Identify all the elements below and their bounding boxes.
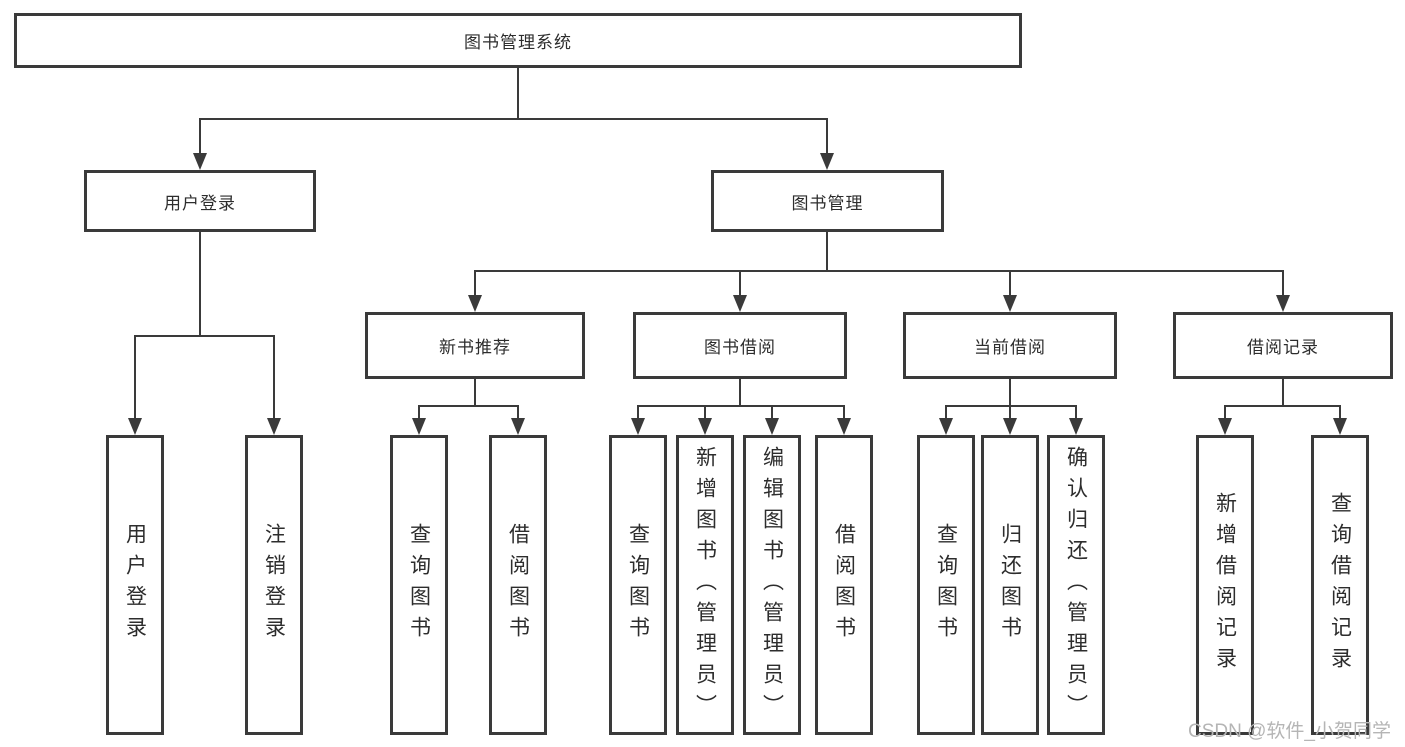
- arrow-down-icon: [1276, 295, 1290, 312]
- node-new-book-recommendation: 新书推荐: [365, 312, 585, 379]
- leaf-label: 查询图书: [934, 523, 958, 647]
- connector-line: [1009, 379, 1011, 405]
- leaf-label: 用户登录: [123, 523, 147, 647]
- connector-line: [771, 405, 773, 421]
- connector-line: [1009, 270, 1011, 298]
- connector-line: [1224, 405, 1226, 421]
- connector-line: [474, 270, 476, 298]
- arrow-down-icon: [1218, 418, 1232, 435]
- leaf-edit-books-admin: 编辑图书（管理员）: [743, 435, 801, 735]
- connector-line: [945, 405, 947, 421]
- leaf-user-login: 用户登录: [106, 435, 164, 735]
- node-label: 图书借阅: [704, 338, 776, 357]
- arrow-down-icon: [1003, 418, 1017, 435]
- arrow-down-icon: [765, 418, 779, 435]
- node-label: 新书推荐: [439, 338, 511, 357]
- connector-line: [273, 335, 275, 422]
- connector-line: [134, 335, 136, 422]
- leaf-borrow-books-borrowing: 借阅图书: [815, 435, 873, 735]
- leaf-label: 查询图书: [626, 523, 650, 647]
- node-current-borrowing: 当前借阅: [903, 312, 1117, 379]
- leaf-query-borrow-record: 查询借阅记录: [1311, 435, 1369, 735]
- leaf-label: 查询借阅记录: [1328, 492, 1352, 678]
- node-label: 当前借阅: [974, 338, 1046, 357]
- arrow-down-icon: [1333, 418, 1347, 435]
- connector-line: [418, 405, 519, 407]
- leaf-add-borrow-record: 新增借阅记录: [1196, 435, 1254, 735]
- leaf-query-books-recommend: 查询图书: [390, 435, 448, 735]
- connector-line: [826, 118, 828, 156]
- node-label: 图书管理系统: [464, 33, 572, 52]
- connector-line: [739, 270, 741, 298]
- connector-line: [199, 118, 201, 156]
- arrow-down-icon: [128, 418, 142, 435]
- arrow-down-icon: [939, 418, 953, 435]
- arrow-down-icon: [631, 418, 645, 435]
- csdn-watermark: CSDN @软件_小贺同学: [1188, 721, 1391, 742]
- connector-line: [826, 232, 828, 270]
- node-label: 用户登录: [164, 193, 236, 213]
- leaf-label: 归还图书: [998, 523, 1022, 647]
- leaf-label: 新增借阅记录: [1213, 492, 1237, 678]
- connector-line: [517, 405, 519, 421]
- arrow-down-icon: [698, 418, 712, 435]
- connector-line: [704, 405, 706, 421]
- connector-line: [1009, 405, 1011, 421]
- arrow-down-icon: [468, 295, 482, 312]
- leaf-label: 注销登录: [262, 523, 286, 647]
- node-library-management-system: 图书管理系统: [14, 13, 1022, 68]
- leaf-logout: 注销登录: [245, 435, 303, 735]
- node-label: 借阅记录: [1247, 338, 1319, 357]
- connector-line: [1339, 405, 1341, 421]
- leaf-label: 确认归还（管理员）: [1064, 445, 1088, 725]
- leaf-label: 编辑图书（管理员）: [760, 445, 784, 725]
- connector-line: [1075, 405, 1077, 421]
- node-book-management: 图书管理: [711, 170, 944, 232]
- arrow-down-icon: [1069, 418, 1083, 435]
- connector-line: [945, 405, 1077, 407]
- connector-line: [637, 405, 844, 407]
- connector-line: [739, 379, 741, 405]
- connector-line: [474, 379, 476, 405]
- connector-line: [1282, 270, 1284, 298]
- node-book-borrowing: 图书借阅: [633, 312, 847, 379]
- leaf-label: 新增图书（管理员）: [693, 445, 717, 725]
- connector-line: [517, 68, 519, 118]
- leaf-label: 查询图书: [407, 523, 431, 647]
- arrow-down-icon: [1003, 295, 1017, 312]
- node-label: 图书管理: [791, 193, 864, 213]
- connector-line: [418, 405, 420, 421]
- leaf-label: 借阅图书: [832, 523, 856, 647]
- arrow-down-icon: [267, 418, 281, 435]
- connector-line: [134, 335, 274, 337]
- arrow-down-icon: [820, 153, 834, 170]
- connector-line: [1224, 405, 1340, 407]
- leaf-confirm-return-admin: 确认归还（管理员）: [1047, 435, 1105, 735]
- leaf-borrow-books-recommend: 借阅图书: [489, 435, 547, 735]
- node-user-login: 用户登录: [84, 170, 316, 232]
- connector-line: [637, 405, 639, 421]
- arrow-down-icon: [837, 418, 851, 435]
- arrow-down-icon: [412, 418, 426, 435]
- connector-line: [474, 270, 1284, 272]
- connector-line: [199, 118, 827, 120]
- leaf-query-books-current: 查询图书: [917, 435, 975, 735]
- leaf-query-books-borrowing: 查询图书: [609, 435, 667, 735]
- connector-line: [843, 405, 845, 421]
- leaf-return-books: 归还图书: [981, 435, 1039, 735]
- connector-line: [1282, 379, 1284, 405]
- leaf-label: 借阅图书: [506, 523, 530, 647]
- node-borrowing-records: 借阅记录: [1173, 312, 1393, 379]
- leaf-add-books-admin: 新增图书（管理员）: [676, 435, 734, 735]
- arrow-down-icon: [733, 295, 747, 312]
- arrow-down-icon: [193, 153, 207, 170]
- connector-line: [199, 232, 201, 335]
- arrow-down-icon: [511, 418, 525, 435]
